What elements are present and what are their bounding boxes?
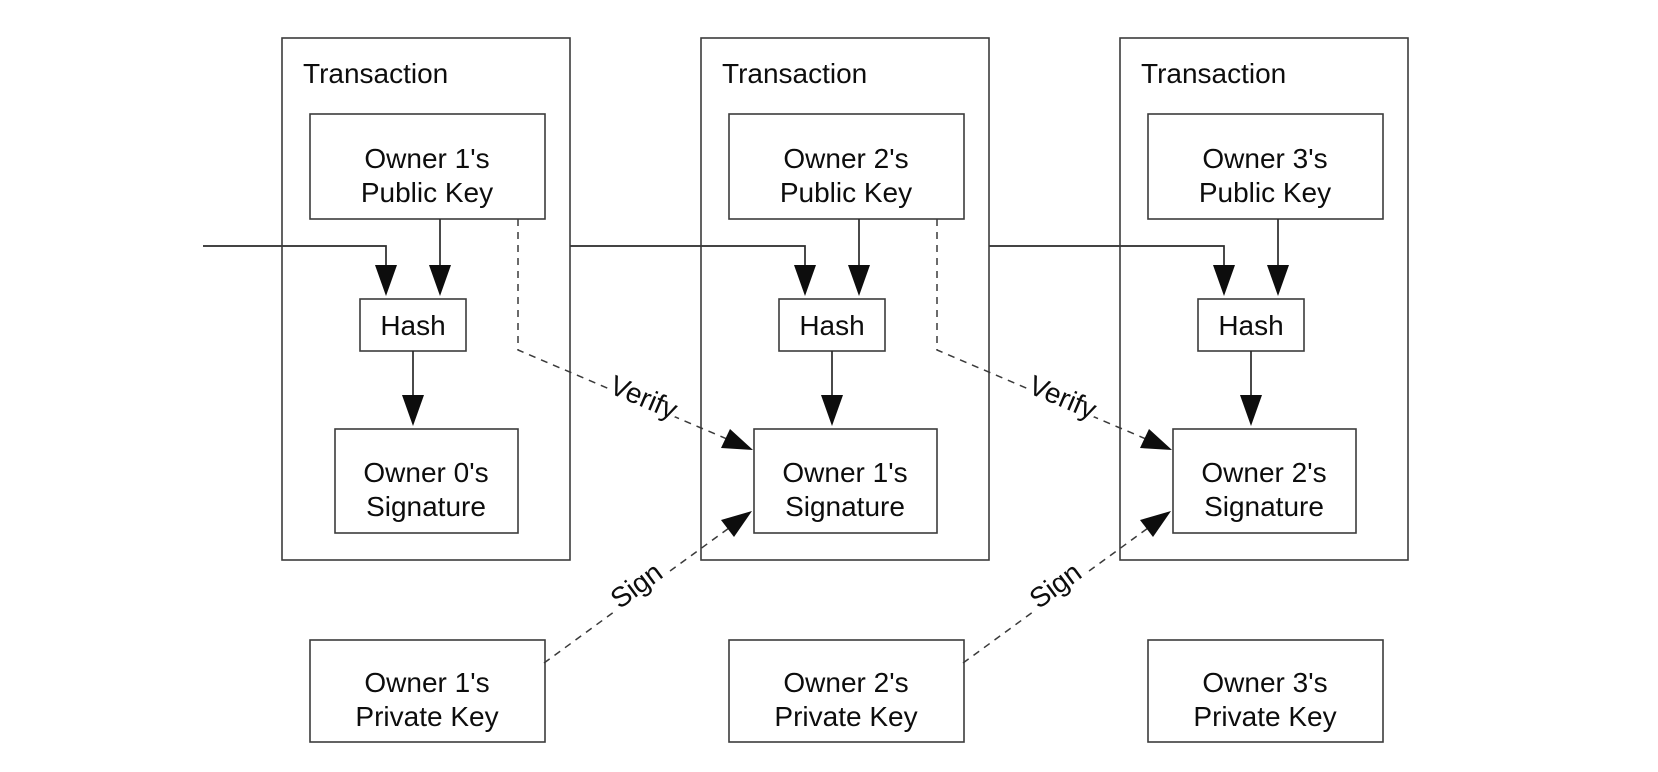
private-key-label-line2: Private Key <box>355 701 498 732</box>
hash-label: Hash <box>1218 310 1283 341</box>
transaction-3: Transaction Owner 3's Public Key Hash Ow… <box>1119 37 1409 743</box>
hash-to-signature-arrowhead <box>402 395 424 426</box>
private-key-label-line2: Private Key <box>1193 701 1336 732</box>
hash-box <box>778 298 886 352</box>
signature-label-line1: Owner 2's <box>1201 457 1326 488</box>
verify-arrowhead-1 <box>721 429 753 450</box>
verify-label-2: Verify <box>1024 369 1101 425</box>
verify-arrow-line-2 <box>936 219 1147 440</box>
private-key-box <box>309 639 546 743</box>
public-key-label-line2: Public Key <box>1199 177 1331 208</box>
public-key-label-line1: Owner 1's <box>364 143 489 174</box>
private-key-label-line1: Owner 2's <box>783 667 908 698</box>
private-key-box <box>728 639 965 743</box>
signature-box <box>1172 428 1357 534</box>
chain-links <box>203 245 1235 296</box>
verify-label-1: Verify <box>605 369 682 425</box>
private-key-label-line1: Owner 3's <box>1202 667 1327 698</box>
sign-label-1: Sign <box>605 556 668 614</box>
public-key-label-line2: Public Key <box>780 177 912 208</box>
private-key-box <box>1147 639 1384 743</box>
hash-to-signature-arrowhead <box>1240 395 1262 426</box>
signature-box <box>753 428 938 534</box>
private-key-label-line1: Owner 1's <box>364 667 489 698</box>
public-key-box <box>728 113 965 220</box>
signature-box <box>334 428 519 534</box>
transaction-title: Transaction <box>722 58 867 89</box>
pubkey-to-hash-arrowhead <box>848 265 870 296</box>
chain-link-line-0 <box>203 245 387 267</box>
public-key-label-line1: Owner 3's <box>1202 143 1327 174</box>
public-key-box <box>1147 113 1384 220</box>
sign-arrowhead-1 <box>721 511 752 537</box>
signature-label-line1: Owner 0's <box>363 457 488 488</box>
verify-arrow-line-1 <box>517 219 728 440</box>
private-key-label-line2: Private Key <box>774 701 917 732</box>
chain-link-arrowhead-0 <box>375 265 397 296</box>
signature-label-line1: Owner 1's <box>782 457 907 488</box>
transaction-box <box>1119 37 1409 561</box>
chain-link-arrowhead-1 <box>794 265 816 296</box>
hash-label: Hash <box>380 310 445 341</box>
sign-label-2: Sign <box>1024 556 1087 614</box>
transaction-title: Transaction <box>1141 58 1286 89</box>
pubkey-to-hash-arrowhead <box>429 265 451 296</box>
transaction-box <box>281 37 571 561</box>
sign-arrowhead-2 <box>1140 511 1171 537</box>
signature-label-line2: Signature <box>1204 491 1324 522</box>
transaction-title: Transaction <box>303 58 448 89</box>
chain-link-line-1 <box>570 245 806 267</box>
public-key-label-line2: Public Key <box>361 177 493 208</box>
transaction-1: Transaction Owner 1's Public Key Hash Ow… <box>281 37 571 743</box>
transaction-box <box>700 37 990 561</box>
verify-arrowhead-2 <box>1140 429 1172 450</box>
chain-link-arrowhead-2 <box>1213 265 1235 296</box>
hash-label: Hash <box>799 310 864 341</box>
signature-label-line2: Signature <box>366 491 486 522</box>
public-key-box <box>309 113 546 220</box>
hash-box <box>359 298 467 352</box>
public-key-label-line1: Owner 2's <box>783 143 908 174</box>
chain-link-line-2 <box>989 245 1225 267</box>
hash-to-signature-arrowhead <box>821 395 843 426</box>
transaction-2: Transaction Owner 2's Public Key Hash Ow… <box>700 37 990 743</box>
pubkey-to-hash-arrowhead <box>1267 265 1289 296</box>
signature-label-line2: Signature <box>785 491 905 522</box>
